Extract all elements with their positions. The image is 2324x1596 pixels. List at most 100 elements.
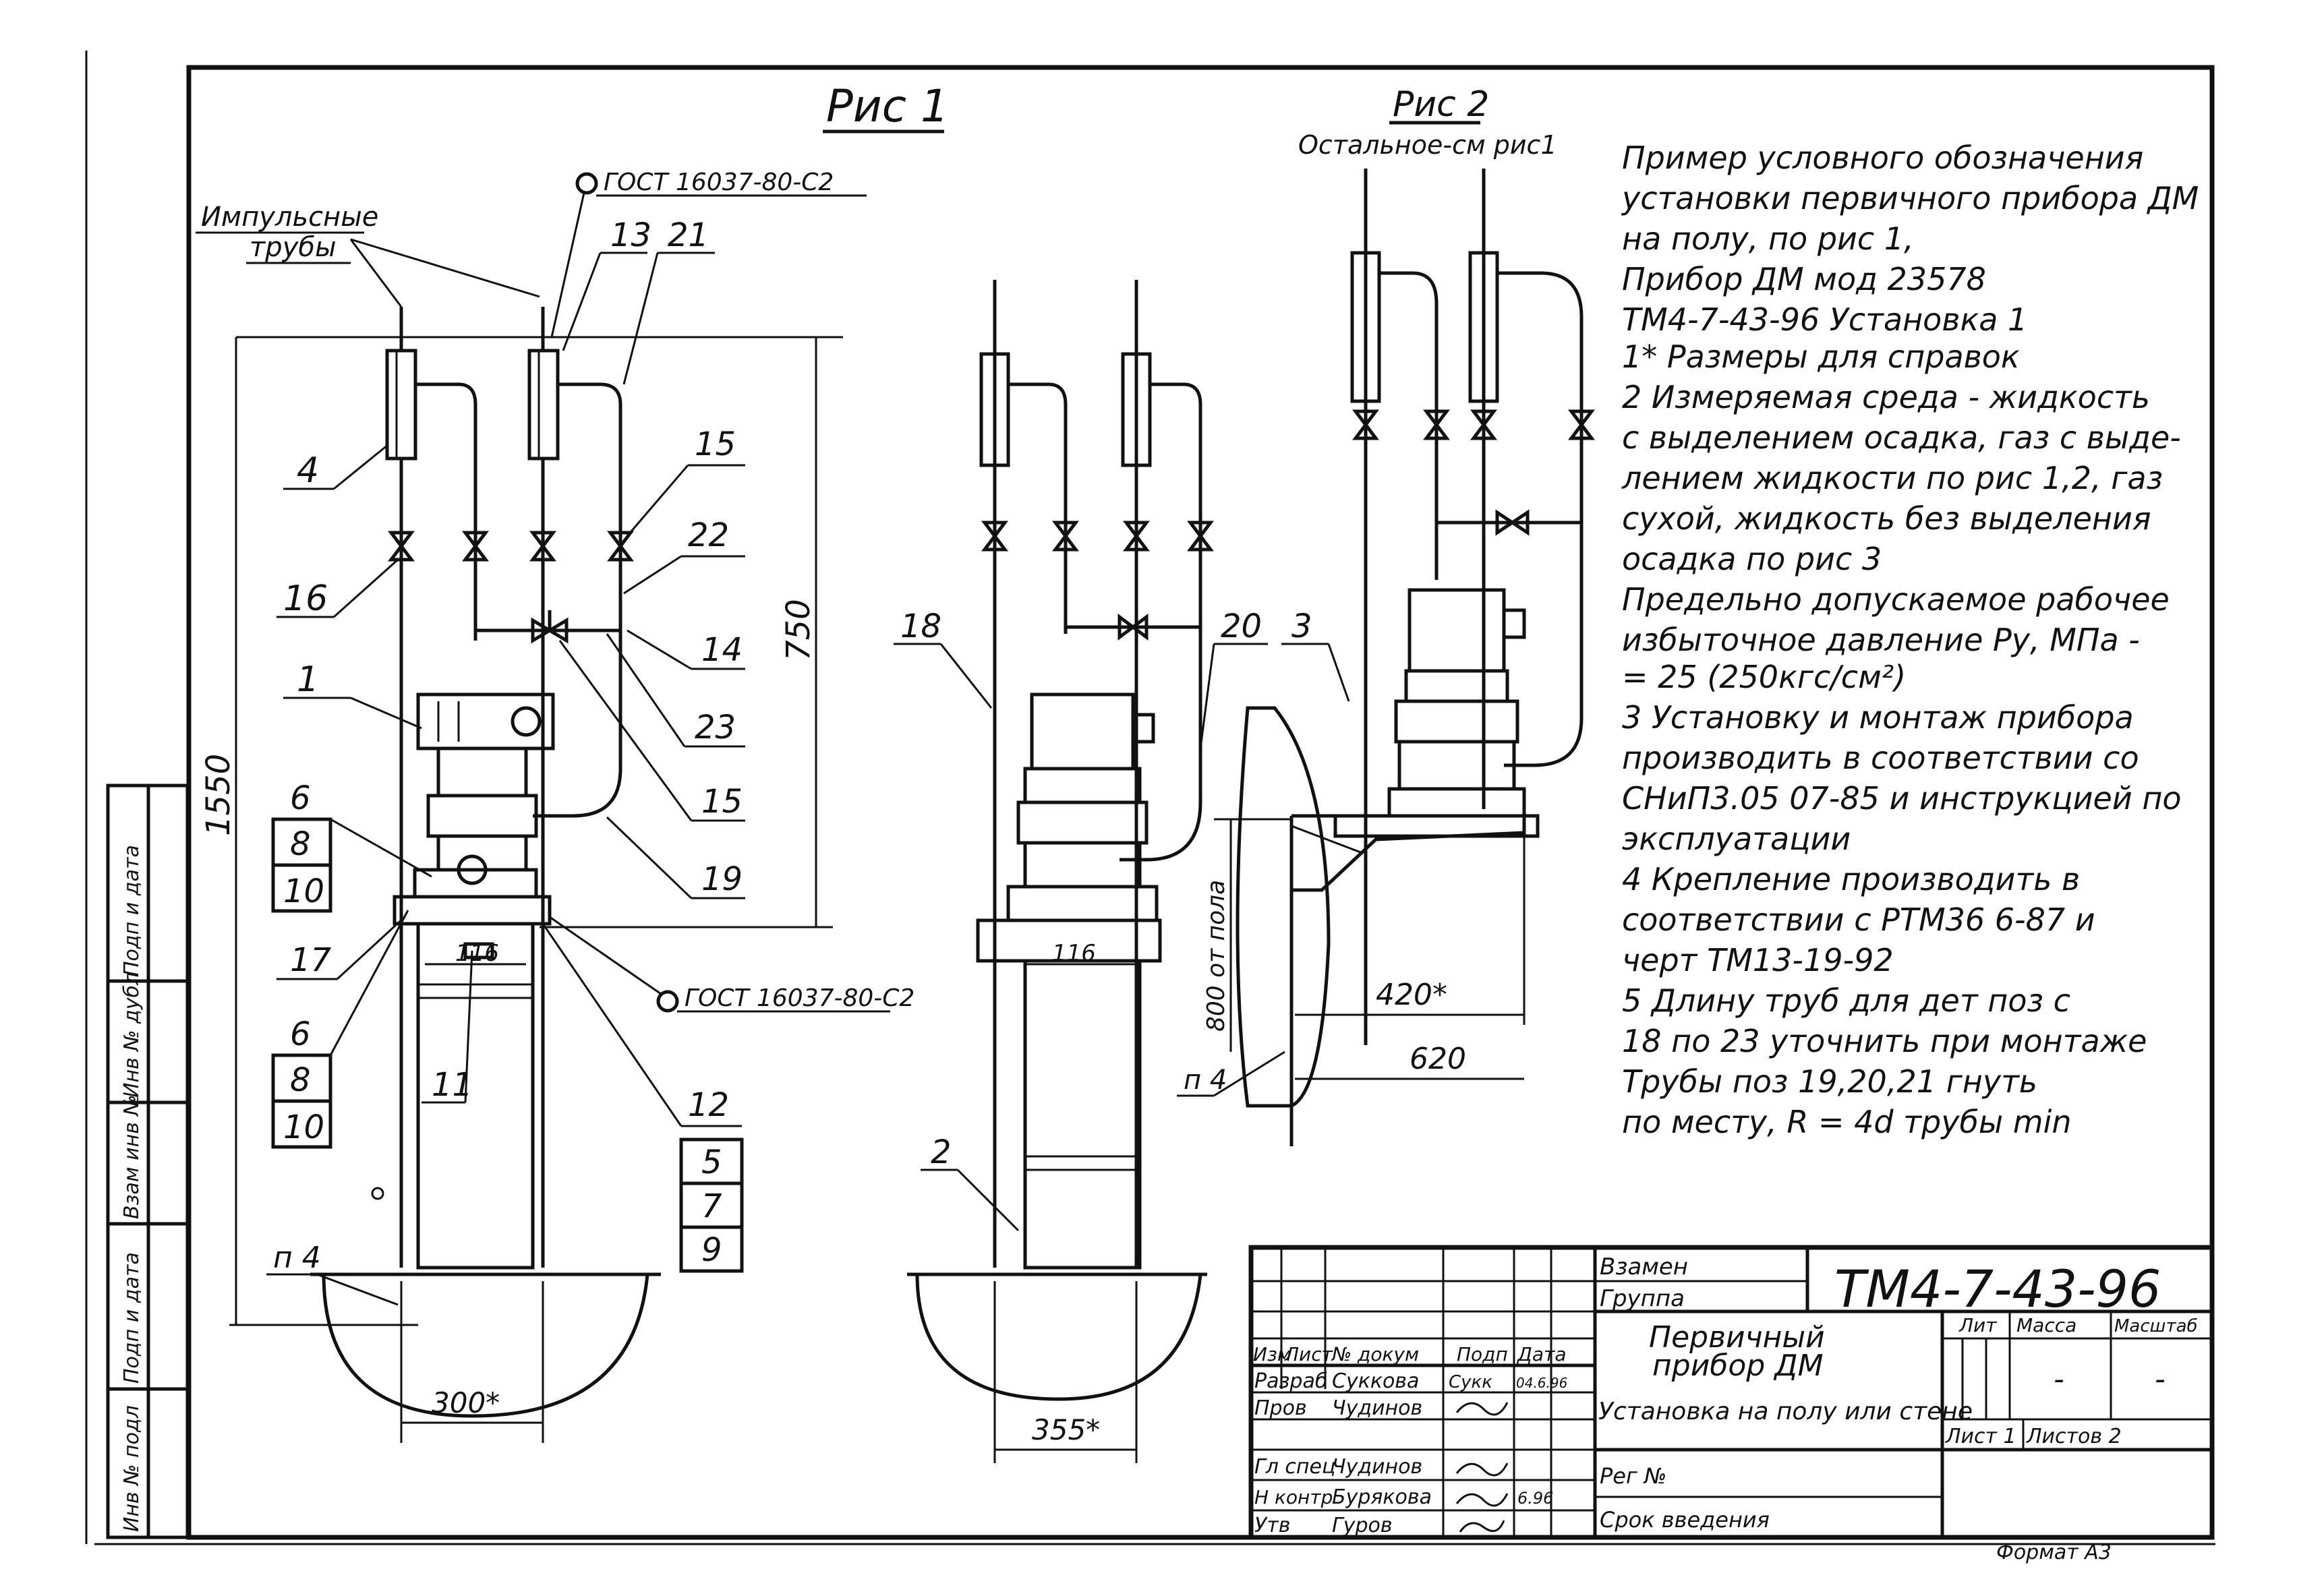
figure-middle: 116 355* 18 20 2 <box>894 280 1268 1463</box>
note-line-6: 1* Размеры для справок <box>1622 338 2020 375</box>
gost-bottom-label: ГОСТ 16037-80-С2 <box>685 984 914 1012</box>
note-line-4: Прибор ДМ мод 23578 <box>1622 261 1986 297</box>
impulse-tubes-label-2: трубы <box>250 232 337 263</box>
notes: Пример условного обозначения установки п… <box>1621 140 2199 1140</box>
note-line-13: избыточное давление Ру, МПа - <box>1622 622 2140 658</box>
label-7: 7 <box>701 1187 722 1225</box>
label-5: 5 <box>701 1144 722 1181</box>
label-19: 19 <box>701 860 743 898</box>
note-line-16: производить в соответствии со <box>1622 740 2139 776</box>
label-10a: 10 <box>283 873 324 910</box>
title-block: Изм Лист № докум Подп Дата Разраб Сукков… <box>1248 1245 2215 1564</box>
lit-label: Лит <box>1958 1314 1997 1336</box>
scale-value: - <box>2155 1362 2166 1396</box>
label-6a: 6 <box>290 779 311 817</box>
role-norm: Н контр <box>1254 1486 1333 1508</box>
fig2-subtitle: Остальное-см рис1 <box>1298 130 1557 160</box>
side-stamp-5: Подп и дата <box>120 845 144 976</box>
label-16: 16 <box>283 579 328 619</box>
fig2-wall-note: п 4 <box>1184 1065 1227 1096</box>
label-10b: 10 <box>283 1109 324 1146</box>
label-15b: 15 <box>701 783 743 821</box>
note-line-8: с выделением осадка, газ с выде- <box>1622 419 2181 456</box>
note-line-19: 4 Крепление производить в <box>1622 861 2080 897</box>
figure-2: Рис 2 Остальное-см рис1 3 800 от пола <box>1177 84 1595 1146</box>
note-line-24: Трубы поз 19,20,21 гнуть <box>1622 1063 2037 1100</box>
role-dev: Разраб <box>1254 1369 1327 1393</box>
note-line-17: СНиП3.05 07-85 и инструкцией по <box>1622 780 2182 817</box>
date-dev: 04.6.96 <box>1516 1375 1567 1391</box>
term-label: Срок введения <box>1600 1507 1770 1533</box>
note-line-23: 18 по 23 уточнить при монтаже <box>1622 1023 2147 1059</box>
person-check: Чудинов <box>1332 1396 1422 1420</box>
label-8a: 8 <box>290 825 311 863</box>
fig1-dim-116: 116 <box>455 940 499 967</box>
side-stamp: Инв № подл Подп и дата Взам инв № Инв № … <box>106 784 190 1539</box>
role-check: Пров <box>1254 1396 1307 1420</box>
dim-355: 355* <box>1032 1413 1100 1446</box>
label-20: 20 <box>1221 608 1262 645</box>
label-6b: 6 <box>290 1015 311 1053</box>
dim-750: 750 <box>780 599 817 661</box>
note-line-1: Пример условного обозначения <box>1622 140 2143 176</box>
fig2-title: Рис 2 <box>1393 84 1489 125</box>
note-line-18: эксплуатации <box>1622 821 1851 857</box>
label-21: 21 <box>668 216 709 254</box>
note-line-3: на полу, по рис 1, <box>1622 220 1914 257</box>
note-line-14: = 25 (250кгс/см²) <box>1622 659 1906 695</box>
label-17: 17 <box>290 941 332 979</box>
label-12: 12 <box>688 1086 729 1124</box>
dim-1550: 1550 <box>200 754 237 836</box>
group-label: Группа <box>1600 1285 1685 1312</box>
format-label: Формат А3 <box>1996 1541 2112 1564</box>
name-line-3: Установка на полу или стене <box>1598 1398 1973 1425</box>
person-norm: Бурякова <box>1332 1485 1432 1509</box>
doc-number: ТМ4-7-43-96 <box>1834 1259 2161 1319</box>
hdr-izm: Изм <box>1253 1343 1291 1365</box>
hdr-sign: Подп <box>1457 1343 1508 1365</box>
note-line-12: Предельно допускаемое рабочее <box>1622 581 2170 618</box>
label-23: 23 <box>695 709 736 746</box>
label-3: 3 <box>1291 608 1312 645</box>
figure-1: Рис 1 Импульсные трубы ГОСТ 16037-80-С2 <box>196 80 949 1443</box>
sheets-label: Листов 2 <box>2026 1425 2122 1448</box>
note-line-22: 5 Длину труб для дет поз с <box>1622 982 2070 1019</box>
note-line-15: 3 Установку и монтаж прибора <box>1622 699 2134 736</box>
sign-dev: Сукк <box>1449 1372 1492 1392</box>
mass-value: - <box>2054 1362 2064 1396</box>
person-appr: Гуров <box>1332 1514 1393 1537</box>
note-line-21: черт ТМ13-19-92 <box>1622 942 1894 978</box>
date-norm: 6.96 <box>1517 1489 1553 1508</box>
fig1-floor-note: п 4 <box>273 1241 321 1275</box>
label-2: 2 <box>931 1133 952 1171</box>
dim-620: 620 <box>1410 1042 1466 1076</box>
note-line-11: осадка по рис 3 <box>1622 541 1882 577</box>
name-line-1: Первичный <box>1649 1320 1825 1355</box>
name-line-2: прибор ДМ <box>1652 1349 1824 1383</box>
mid-dim-116: 116 <box>1052 940 1096 967</box>
label-18: 18 <box>900 608 941 645</box>
note-line-25: по месту, R = 4d трубы min <box>1622 1104 2072 1140</box>
hdr-doc: № докум <box>1331 1343 1419 1365</box>
fig1-title: Рис 1 <box>826 80 949 132</box>
scale-label: Масштаб <box>2114 1316 2198 1336</box>
note-line-10: сухой, жидкость без выделения <box>1622 500 2151 537</box>
side-stamp-2: Подп и дата <box>120 1252 144 1384</box>
label-1: 1 <box>297 659 319 700</box>
side-stamp-4: Инв № дубл <box>120 972 144 1098</box>
side-stamp-3: Взам инв № <box>120 1094 144 1219</box>
person-spec: Чудинов <box>1332 1455 1422 1479</box>
note-line-7: 2 Измеряемая среда - жидкость <box>1622 379 2150 415</box>
label-9: 9 <box>701 1231 722 1269</box>
role-appr: Утв <box>1254 1514 1290 1537</box>
label-13: 13 <box>610 216 651 254</box>
sheet-label: Лист 1 <box>1945 1425 2016 1448</box>
mass-label: Масса <box>2016 1314 2076 1336</box>
label-14: 14 <box>701 631 743 669</box>
hdr-list: Лист <box>1284 1343 1333 1365</box>
replaces-label: Взамен <box>1600 1253 1688 1280</box>
hdr-date: Дата <box>1516 1343 1567 1365</box>
dim-300: 300* <box>432 1386 500 1419</box>
gost-top-label: ГОСТ 16037-80-С2 <box>604 169 834 196</box>
